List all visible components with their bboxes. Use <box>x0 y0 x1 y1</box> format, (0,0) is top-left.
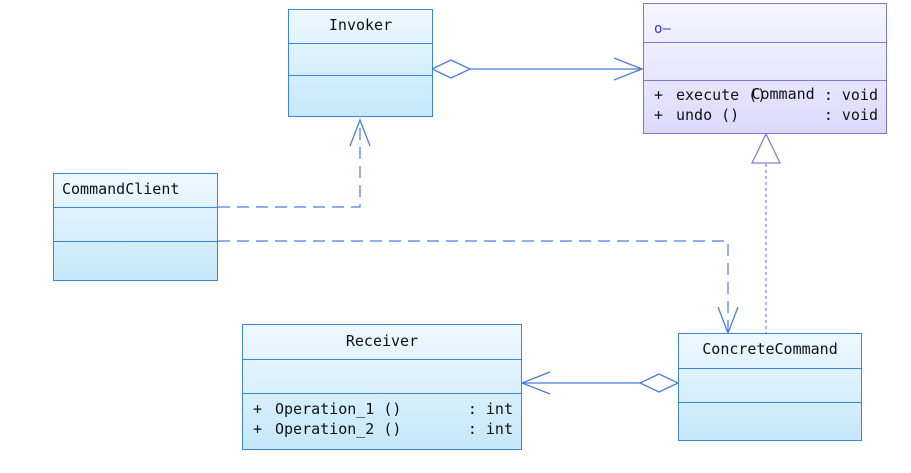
visibility-public: + <box>253 420 263 438</box>
receiver-class[interactable]: Receiver + Operation_1 () : int + Operat… <box>242 324 522 450</box>
command-operations: + execute () : void + undo () : void <box>644 80 886 133</box>
operation-name: Operation_1 () <box>275 400 402 418</box>
commandclient-class[interactable]: CommandClient <box>53 173 218 281</box>
invoker-class-name: Invoker <box>328 16 393 34</box>
receiver-class-name: Receiver <box>345 332 419 350</box>
concretecommand-command-realization <box>750 132 782 335</box>
operation-row: + undo () : void <box>644 105 886 125</box>
interface-lollipop-icon: o– <box>654 21 671 37</box>
operation-row: + Operation_2 () : int <box>243 419 521 439</box>
visibility-public: + <box>654 86 664 104</box>
commandclient-concretecommand-dependency <box>218 240 739 335</box>
visibility-public: + <box>253 400 263 418</box>
visibility-public: + <box>654 106 664 124</box>
invoker-attributes <box>289 43 432 75</box>
operation-return-type: : int <box>467 400 513 418</box>
operation-name: Operation_2 () <box>275 420 402 438</box>
command-interface[interactable]: o– Command + execute () : void + undo ()… <box>643 3 887 134</box>
receiver-operations: + Operation_1 () : int + Operation_2 () … <box>243 393 521 449</box>
operation-row: + Operation_1 () : int <box>243 399 521 419</box>
command-class-name: Command <box>751 85 815 103</box>
concretecommand-attributes <box>679 368 861 402</box>
commandclient-operations <box>54 241 217 280</box>
commandclient-invoker-dependency <box>218 118 371 208</box>
commandclient-class-name: CommandClient <box>62 180 180 198</box>
operation-return-type: : void <box>823 86 878 104</box>
receiver-attributes <box>243 359 521 393</box>
concretecommand-class-name: ConcreteCommand <box>702 340 838 358</box>
concretecommand-class[interactable]: ConcreteCommand <box>678 333 862 441</box>
command-header: o– Command <box>644 4 886 103</box>
concretecommand-receiver-aggregation <box>520 371 680 395</box>
operation-return-type: : void <box>823 106 878 124</box>
operation-return-type: : int <box>467 420 513 438</box>
command-attributes <box>644 42 886 80</box>
invoker-operations <box>289 75 432 116</box>
invoker-class[interactable]: Invoker <box>288 9 433 117</box>
operation-name: undo () <box>676 106 740 124</box>
concretecommand-operations <box>679 402 861 440</box>
commandclient-attributes <box>54 207 217 241</box>
invoker-command-aggregation <box>430 57 644 81</box>
operation-name: execute () <box>676 86 767 104</box>
operation-row: + execute () : void <box>644 85 886 105</box>
